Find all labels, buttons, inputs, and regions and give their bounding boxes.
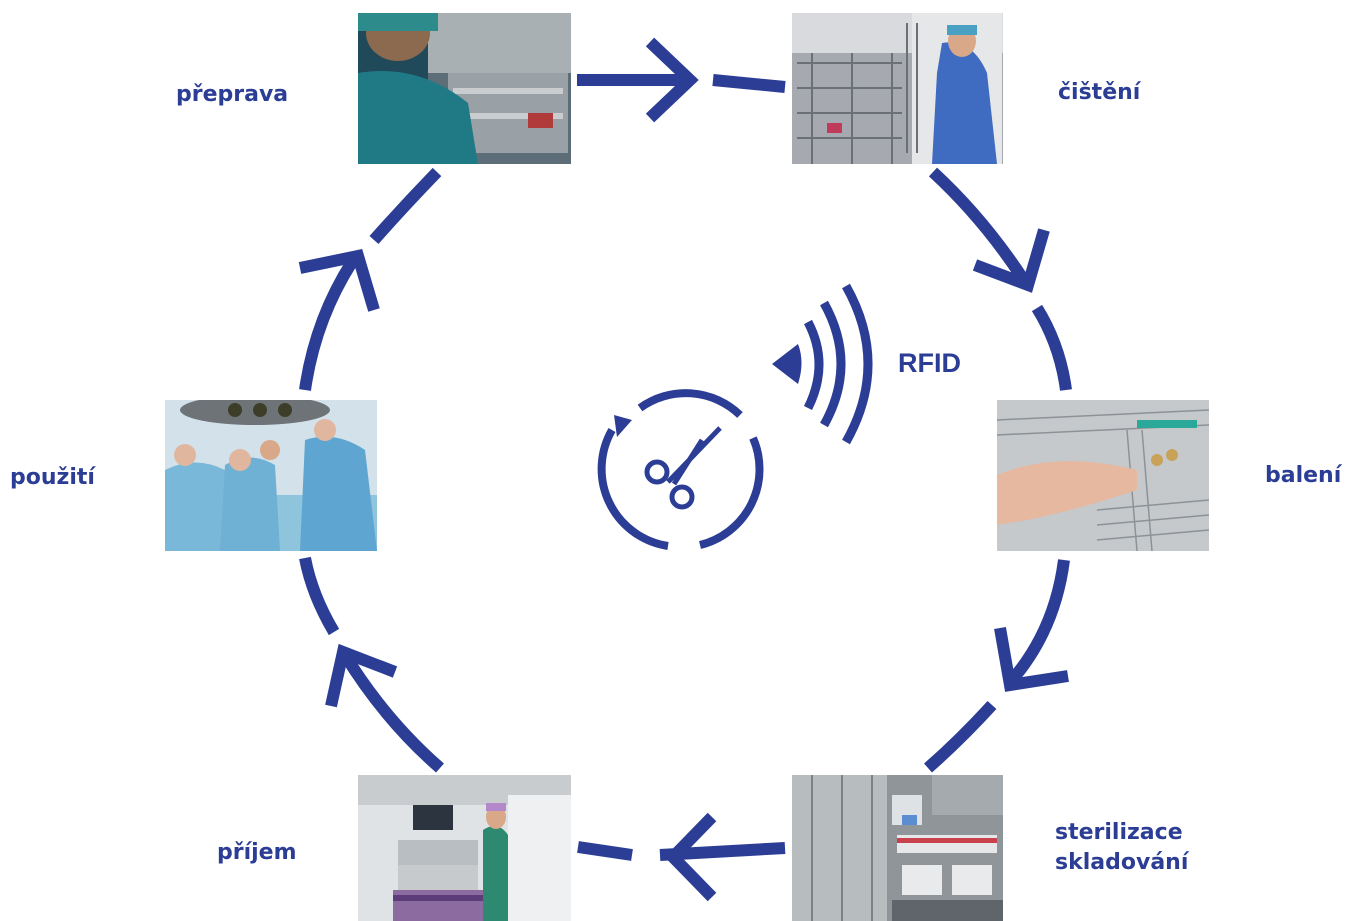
arrow-segment-left-lower [339, 651, 444, 773]
photo-transport [358, 13, 571, 164]
arrowhead-up-left-icon [325, 643, 398, 708]
stage-label-storage: skladování [1055, 850, 1189, 875]
arrow-segment-right-lower [1007, 559, 1070, 684]
stage-label-cleaning: čištění [1058, 80, 1141, 105]
scissors-cycle-icon [597, 389, 764, 550]
photo-surgery [165, 400, 377, 551]
arrow-segment-left-lower-2 [299, 556, 340, 636]
stage-label-sterilization: sterilizace [1055, 820, 1183, 845]
arrow-segment-right-upper-2 [1031, 304, 1072, 391]
arrow-segment-left-upper-2 [369, 167, 442, 244]
arrow-segment-top-right [712, 74, 786, 93]
arrow-segment-left-upper [299, 258, 358, 391]
arrowhead-up-right-icon [298, 249, 380, 312]
arrowhead-down-left-icon [994, 626, 1069, 692]
arrowhead-left-icon [664, 812, 717, 902]
stage-label-reception: příjem [217, 840, 297, 865]
stage-label-packaging: balení [1265, 463, 1342, 488]
rfid-label: RFID [898, 348, 961, 378]
photo-sterilization [792, 775, 1003, 921]
stage-label-usage: použití [10, 465, 95, 490]
arrowhead-right-icon [645, 37, 699, 123]
photo-cleaning [792, 13, 1003, 164]
photo-reception [358, 775, 571, 921]
photo-packaging [997, 400, 1209, 551]
stage-label-sterilization-storage: sterilizace skladování [1055, 818, 1188, 878]
arrow-segment-right-lower-2 [924, 700, 997, 773]
stage-label-transport: přeprava [176, 82, 289, 107]
arrow-segment-right-upper [928, 167, 1031, 286]
arrow-segment-bottom-left [577, 841, 633, 861]
wireless-signal-icon [772, 283, 873, 445]
arrowhead-down-right-icon [972, 228, 1050, 293]
